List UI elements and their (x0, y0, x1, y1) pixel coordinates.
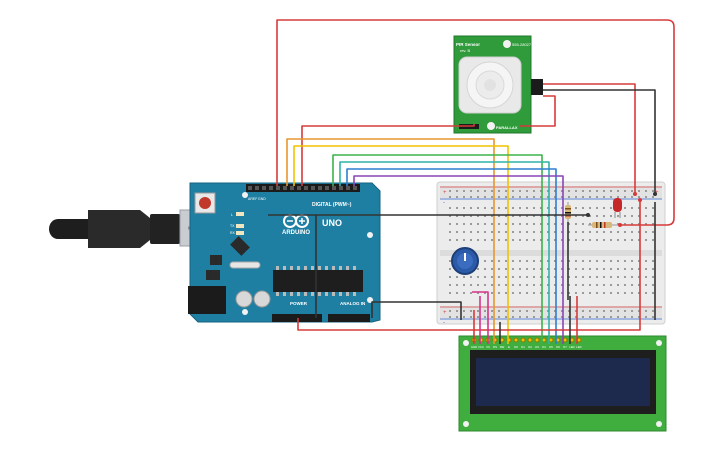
pir-maker: PARALLAX (496, 125, 518, 130)
lcd-pin-label: LED (569, 345, 574, 349)
red-led (613, 198, 622, 218)
lcd-pin (534, 337, 540, 343)
capacitor-2 (253, 290, 271, 308)
lcd-pin-label: D2 (528, 345, 532, 349)
lcd-pin-label: D3 (535, 345, 539, 349)
analog-header-label: ANALOG IN (340, 301, 365, 306)
power-header-label: POWER (290, 301, 308, 306)
lcd-pin-label: E (508, 345, 510, 349)
lcd-pin (513, 337, 519, 343)
analog-header (328, 314, 370, 322)
lcd-pin (527, 337, 533, 343)
capacitor-1 (235, 290, 253, 308)
lcd-pin-label: RS (493, 345, 497, 349)
rx-label: RX (230, 231, 236, 235)
potentiometer[interactable] (451, 247, 479, 275)
lcd-pin-label: D4 (542, 345, 546, 349)
rx-led (236, 231, 244, 235)
pir-subtitle: rev. B (460, 48, 470, 53)
lcd-screen (476, 358, 650, 406)
lcd-pin-label: D6 (556, 345, 560, 349)
arduino-model: UNO (322, 218, 342, 228)
arduino-brand: ARDUINO (282, 230, 310, 236)
rail-plus-bottom: + (443, 310, 447, 316)
tx-led (236, 224, 244, 228)
rail-minus-top: - (443, 200, 445, 206)
tx-label: TX (230, 224, 235, 228)
rail-plus-top: + (443, 190, 447, 196)
lcd-pin-label: D7 (563, 345, 567, 349)
wires (268, 19, 675, 344)
lcd-pin-label: V0 (486, 345, 490, 349)
barrel-jack (188, 286, 226, 314)
breadboard-holes (449, 190, 654, 318)
digital-header-label: DIGITAL (PWM~) (312, 202, 352, 208)
lcd-pin-label: GND (471, 345, 477, 349)
reset-button[interactable] (199, 197, 211, 209)
rail-minus-bottom: - (443, 320, 445, 326)
pin-label-aref: AREF (248, 197, 257, 201)
atmega-chip (273, 270, 363, 292)
digital-header (246, 184, 360, 192)
pir-part-number: 555-28027 (512, 42, 532, 47)
power-header (272, 314, 322, 322)
pir-sensor: PIR Sensor rev. B 555-28027 PARALLAX (453, 35, 543, 134)
pin-label-gnd: GND (258, 197, 266, 201)
resistor-2 (588, 222, 618, 228)
lcd-pin-label: RW (500, 345, 505, 349)
lcd-pin-label: D0 (514, 345, 518, 349)
lcd-pin-label: D1 (521, 345, 525, 349)
wire-endpoints (586, 192, 657, 227)
l-label: L (231, 213, 233, 217)
lcd-pin-label: VCC (478, 345, 484, 349)
rail-plus-top-right: + (655, 190, 659, 196)
lcd-pin-label: D5 (549, 345, 553, 349)
l-led (236, 212, 244, 216)
lcd-pin (520, 337, 526, 343)
arduino-uno-board: AREF GND DIGITAL (PWM~) ARDUINO UNO TX R… (188, 182, 381, 323)
lcd-pin-label: LED (576, 345, 581, 349)
pir-title: PIR Sensor (456, 42, 480, 47)
